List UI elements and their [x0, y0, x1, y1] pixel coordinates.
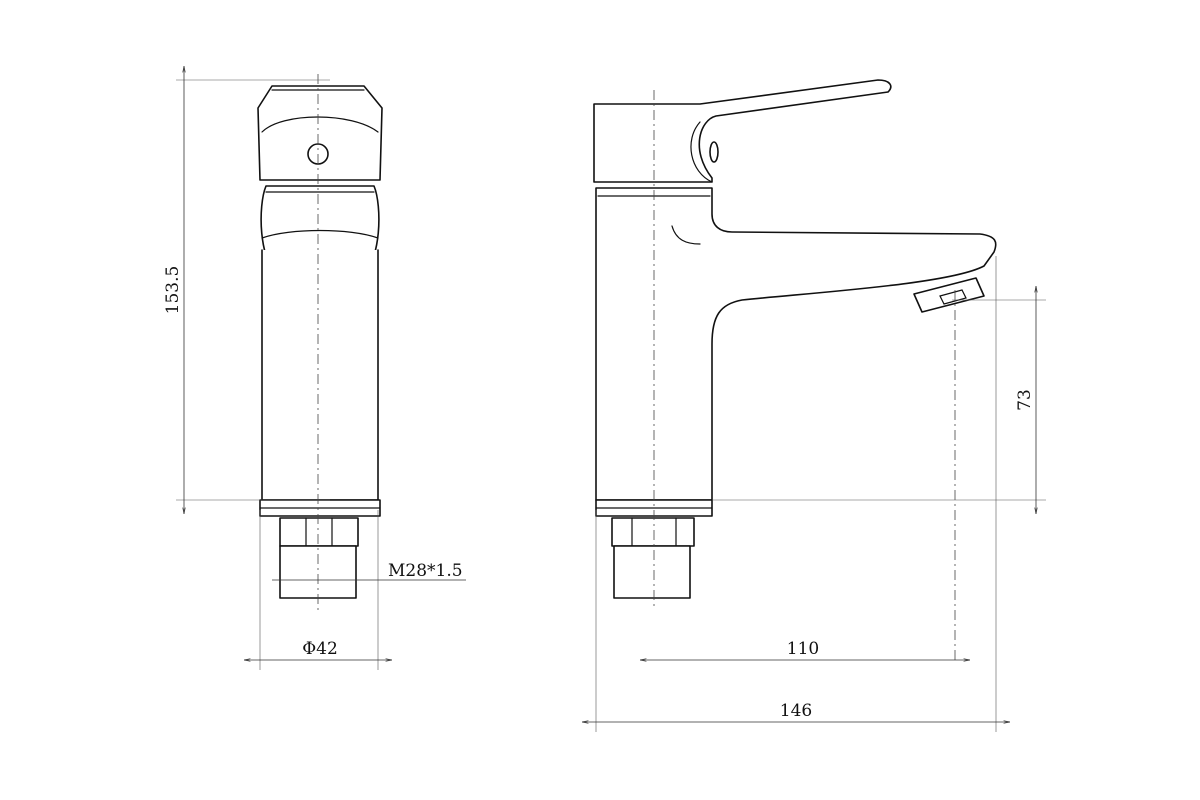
- dimension-spout-height-text: 73: [1015, 389, 1035, 411]
- side-spout-inner-curve: [671, 225, 701, 245]
- front-column: [261, 249, 379, 501]
- dimension-thread-text: M28*1.5: [388, 561, 463, 581]
- dimension-total-depth-text: 146: [780, 701, 812, 721]
- side-lever: [593, 79, 892, 183]
- dimension-thread: M28*1.5: [272, 561, 466, 581]
- dimension-height-text: 153.5: [163, 266, 183, 315]
- dimension-spout-reach-text: 110: [787, 639, 819, 659]
- front-body-band-line: [261, 229, 379, 239]
- side-thread-stub: [613, 545, 691, 599]
- dimension-total-depth: 146: [582, 256, 1010, 732]
- side-lever-pivot: [709, 141, 719, 163]
- dimension-height: 153.5: [163, 66, 330, 514]
- front-handle-cap: [257, 85, 383, 181]
- side-spout-aerator: [913, 277, 985, 313]
- dimension-spout-height: 73: [712, 286, 1046, 514]
- dimension-spout-reach: 110: [640, 639, 970, 660]
- side-view: [593, 79, 997, 660]
- front-hex-nut: [279, 517, 359, 547]
- front-thread-stub: [279, 545, 357, 599]
- side-lever-underside: [690, 121, 713, 183]
- side-column: [595, 187, 997, 501]
- dimension-diameter: Φ42: [244, 510, 392, 670]
- side-hex-nut: [611, 517, 695, 547]
- front-view: [257, 74, 383, 610]
- dimension-diameter-text: Φ42: [302, 639, 338, 659]
